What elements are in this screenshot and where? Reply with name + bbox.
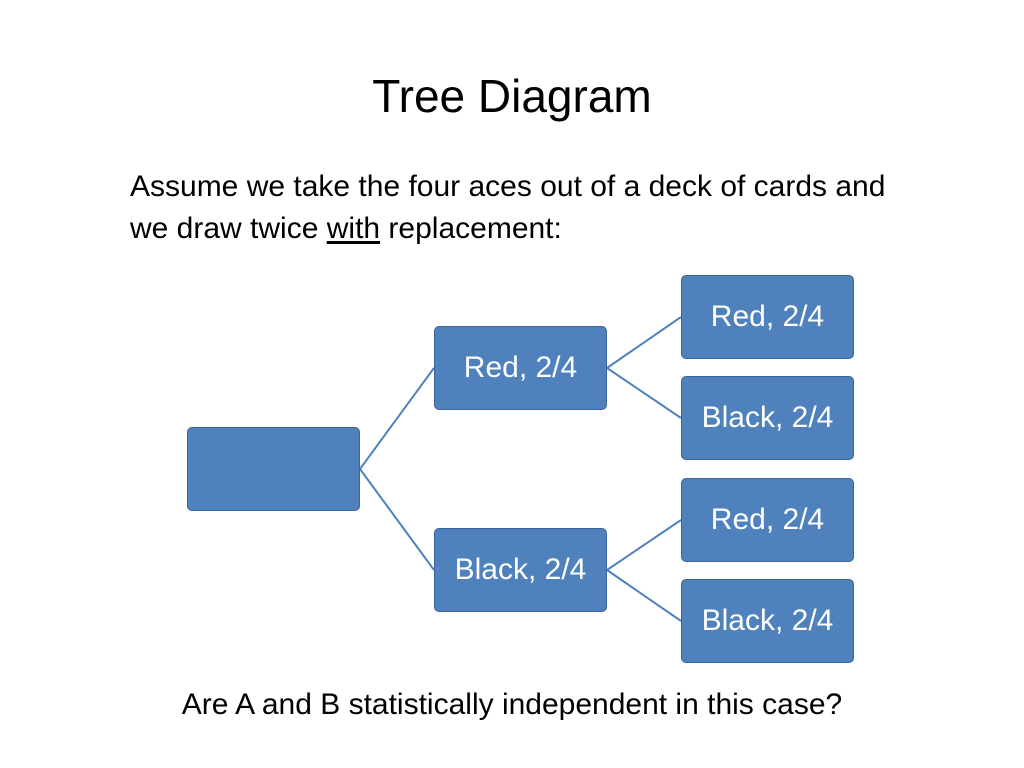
intro-emphasis: with bbox=[326, 212, 381, 245]
connector-root-to-black bbox=[359, 468, 435, 571]
node-black-then-black: Black, 2/4 bbox=[681, 579, 854, 663]
node-black-then-red: Red, 2/4 bbox=[681, 478, 854, 562]
question-text: Are A and B statistically independent in… bbox=[181, 688, 843, 721]
intro-text-part2: replacement: bbox=[380, 212, 562, 245]
connector-black-to-black bbox=[606, 569, 682, 622]
node-red-then-black: Black, 2/4 bbox=[681, 376, 854, 460]
connector-red-to-red bbox=[606, 316, 682, 369]
node-first-draw-black: Black, 2/4 bbox=[434, 528, 607, 612]
intro-text-part1: Assume we take the four aces out of a de… bbox=[130, 170, 886, 245]
node-first-draw-red: Red, 2/4 bbox=[434, 326, 607, 410]
intro-text: Assume we take the four aces out of a de… bbox=[130, 166, 910, 250]
connector-black-to-red bbox=[606, 519, 682, 571]
root-node bbox=[187, 427, 360, 511]
connector-red-to-black bbox=[606, 367, 682, 419]
node-red-then-red: Red, 2/4 bbox=[681, 275, 854, 359]
slide-title: Tree Diagram bbox=[372, 70, 652, 122]
connector-root-to-red bbox=[359, 367, 435, 470]
